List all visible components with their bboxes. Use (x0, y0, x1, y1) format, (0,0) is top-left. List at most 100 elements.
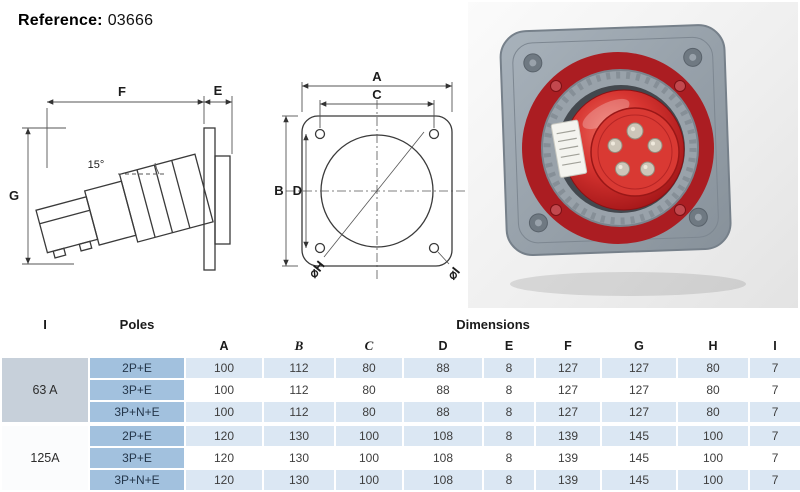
dimension-value-cell: 145 (600, 446, 678, 470)
flange-screws (523, 47, 708, 233)
poles-cell: 3P+N+E (88, 400, 186, 425)
angle-label: 15° (88, 159, 105, 171)
header-dimensions: Dimensions (183, 312, 800, 336)
plug-face (590, 107, 680, 197)
mounting-hole (428, 242, 440, 254)
dimension-value-cell: 112 (262, 378, 336, 402)
dimension-value-cell: 8 (482, 356, 536, 380)
dimension-value-cell: 100 (334, 422, 404, 448)
column-header-E: E (482, 334, 536, 358)
reference-value: 03666 (107, 12, 154, 29)
dim-label-C: C (372, 87, 382, 102)
dimension-value-cell: 8 (482, 378, 536, 402)
dimension-value-cell: 127 (534, 378, 602, 402)
socket-body-outline (35, 153, 214, 259)
column-header-G: G (600, 334, 678, 358)
current-rating-cell: 125A (0, 422, 90, 492)
poles-cell: 3P+E (88, 446, 186, 470)
column-header-D: D (402, 334, 484, 358)
dimension-value-cell: 112 (262, 400, 336, 425)
dimension-value-cell: 145 (600, 468, 678, 492)
dimension-value-cell: 8 (482, 446, 536, 470)
header-spacer (88, 334, 186, 358)
dimension-value-cell: 88 (402, 378, 484, 402)
column-header-A: A (184, 334, 264, 358)
dimension-value-cell: 108 (402, 446, 484, 470)
header-current: I (0, 312, 90, 336)
dimension-value-cell: 100 (334, 468, 404, 492)
dimension-value-cell: 80 (676, 356, 750, 380)
dimension-value-cell: 139 (534, 422, 602, 448)
dimension-value-cell: 80 (676, 400, 750, 425)
dimension-value-cell: 7 (747, 356, 800, 380)
dimension-value-cell: 120 (184, 468, 264, 492)
dimension-value-cell: 127 (600, 400, 678, 425)
dim-label-B: B (274, 183, 283, 198)
dimension-value-cell: 130 (262, 422, 336, 448)
dimension-value-cell: 7 (747, 378, 800, 402)
table-header-row-columns: A B C D E F G H I (0, 334, 800, 358)
dimension-value-cell: 112 (262, 356, 336, 380)
column-header-B: B (262, 334, 336, 358)
dimension-value-cell: 130 (262, 446, 336, 470)
rear-body-outline (214, 155, 231, 245)
dimension-value-cell: 120 (184, 422, 264, 448)
dimension-value-cell: 108 (402, 422, 484, 448)
dimension-value-cell: 80 (334, 400, 404, 425)
base-ring-bolts (550, 80, 686, 216)
flange-outline (203, 127, 216, 271)
mounting-hole (314, 242, 326, 254)
table-header-row-groups: I Poles Dimensions (0, 312, 800, 336)
dimension-value-cell: 7 (747, 446, 800, 470)
product-label (550, 119, 588, 178)
dimension-value-cell: 80 (334, 356, 404, 380)
poles-cell: 3P+N+E (88, 468, 186, 492)
dimensions-table: I Poles Dimensions A B C D E F G H I 63 … (0, 312, 800, 492)
column-header-I: I (747, 334, 800, 358)
dim-label-D: D (293, 183, 302, 198)
dimension-value-cell: 120 (184, 446, 264, 470)
current-rating-cell: 63 A (0, 356, 90, 425)
dimension-value-cell: 8 (482, 422, 536, 448)
poles-cell: 2P+E (88, 356, 186, 380)
plug-pins (607, 122, 663, 177)
dim-label-H: ⌀H (305, 258, 327, 281)
dimension-value-cell: 127 (600, 356, 678, 380)
dimension-value-cell: 139 (534, 468, 602, 492)
socket-outline (35, 127, 231, 271)
column-header-F: F (534, 334, 602, 358)
dimension-value-cell: 100 (676, 446, 750, 470)
highlight (582, 98, 630, 130)
dim-label-F: F (118, 84, 126, 99)
plug-body (522, 52, 714, 244)
dimension-value-cell: 8 (482, 468, 536, 492)
poles-cell: 3P+E (88, 378, 186, 402)
header-spacer (0, 334, 90, 358)
product-photo (468, 2, 798, 308)
dimension-value-cell: 145 (600, 422, 678, 448)
dimension-value-cell: 100 (334, 446, 404, 470)
mounting-hole (428, 128, 440, 140)
dimension-value-cell: 7 (747, 422, 800, 448)
poles-cell: 2P+E (88, 422, 186, 448)
front-dimension-lines (282, 82, 453, 267)
dimension-value-cell: 127 (534, 356, 602, 380)
side-view-drawing: F E G 15° (9, 83, 233, 271)
dimension-value-cell: 8 (482, 400, 536, 425)
reference-label: Reference: (18, 12, 103, 29)
column-header-C: C (334, 334, 404, 358)
front-centerlines (286, 100, 468, 282)
dimension-value-cell: 88 (402, 356, 484, 380)
dimension-value-cell: 108 (402, 468, 484, 492)
dimension-value-cell: 100 (676, 468, 750, 492)
dimension-value-cell: 7 (747, 468, 800, 492)
dimension-value-cell: 130 (262, 468, 336, 492)
dim-label-A: A (372, 69, 382, 84)
